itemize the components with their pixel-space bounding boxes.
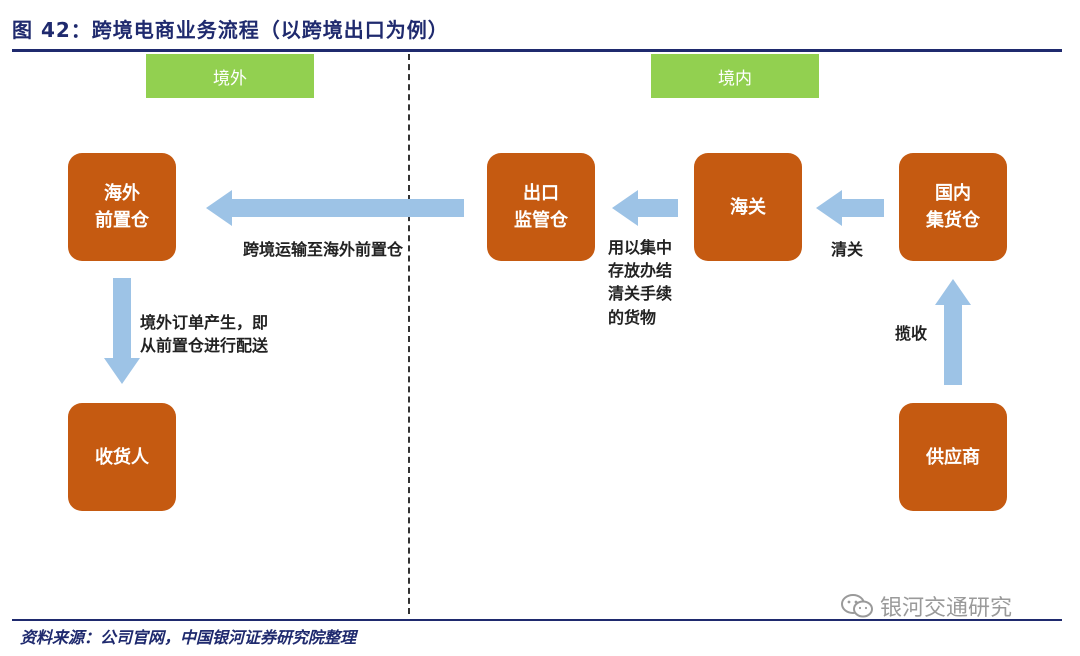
label-collect: 揽收 [895,324,928,343]
node-customs: 海关 [694,153,802,261]
node-supplier: 供应商 [899,403,1007,511]
label-clearance: 清关 [831,240,864,259]
label-order-delivery: 境外订单产生，即 从前置仓进行配送 [140,311,268,357]
label-consolidated-line1: 用以集中 [608,238,673,257]
region-overseas: 境外 [146,54,314,98]
node-domestic-warehouse: 国内 集货仓 [899,153,1007,261]
node-domestic-warehouse-line2: 集货仓 [926,210,980,231]
node-recipient: 收货人 [68,403,176,511]
watermark-text: 银河交通研究 [880,596,1013,621]
node-supplier-label: 供应商 [926,446,980,468]
arrow-delivery [104,278,140,384]
region-divider [408,54,410,614]
node-domestic-warehouse-line1: 国内 [935,183,971,204]
node-recipient-label: 收货人 [95,446,149,468]
arrow-collect [935,279,971,385]
bottom-rule [12,619,1062,621]
source-note: 资料来源：公司官网，中国银河证券研究院整理 [20,628,357,647]
arrow-customs-to-export [612,190,678,226]
node-overseas-warehouse-line2: 前置仓 [95,210,149,231]
label-consolidated-clearance: 用以集中 存放办结 清关手续 的货物 [608,236,672,329]
label-consolidated-line3: 清关手续 [608,284,673,304]
label-consolidated-line2: 存放办结 [608,261,673,281]
label-cross-border-transport: 跨境运输至海外前置仓 [243,240,404,259]
label-order-delivery-line1: 境外订单产生，即 [140,313,269,332]
figure-title: 图 42：跨境电商业务流程（以跨境出口为例） [12,18,449,42]
region-domestic: 境内 [651,54,819,98]
arrow-domestic-to-customs [816,190,884,226]
node-customs-label: 海关 [730,196,766,218]
watermark: 银河交通研究 [840,590,1012,622]
node-overseas-warehouse: 海外 前置仓 [68,153,176,261]
wechat-icon [841,594,873,618]
node-overseas-warehouse-line1: 海外 [104,183,140,204]
node-export-warehouse-line1: 出口 [523,183,559,204]
node-export-warehouse: 出口 监管仓 [487,153,595,261]
label-consolidated-line4: 的货物 [608,307,657,327]
top-rule [12,49,1062,52]
node-export-warehouse-line2: 监管仓 [514,210,568,231]
arrow-transport [206,190,464,226]
label-order-delivery-line2: 从前置仓进行配送 [140,336,269,356]
